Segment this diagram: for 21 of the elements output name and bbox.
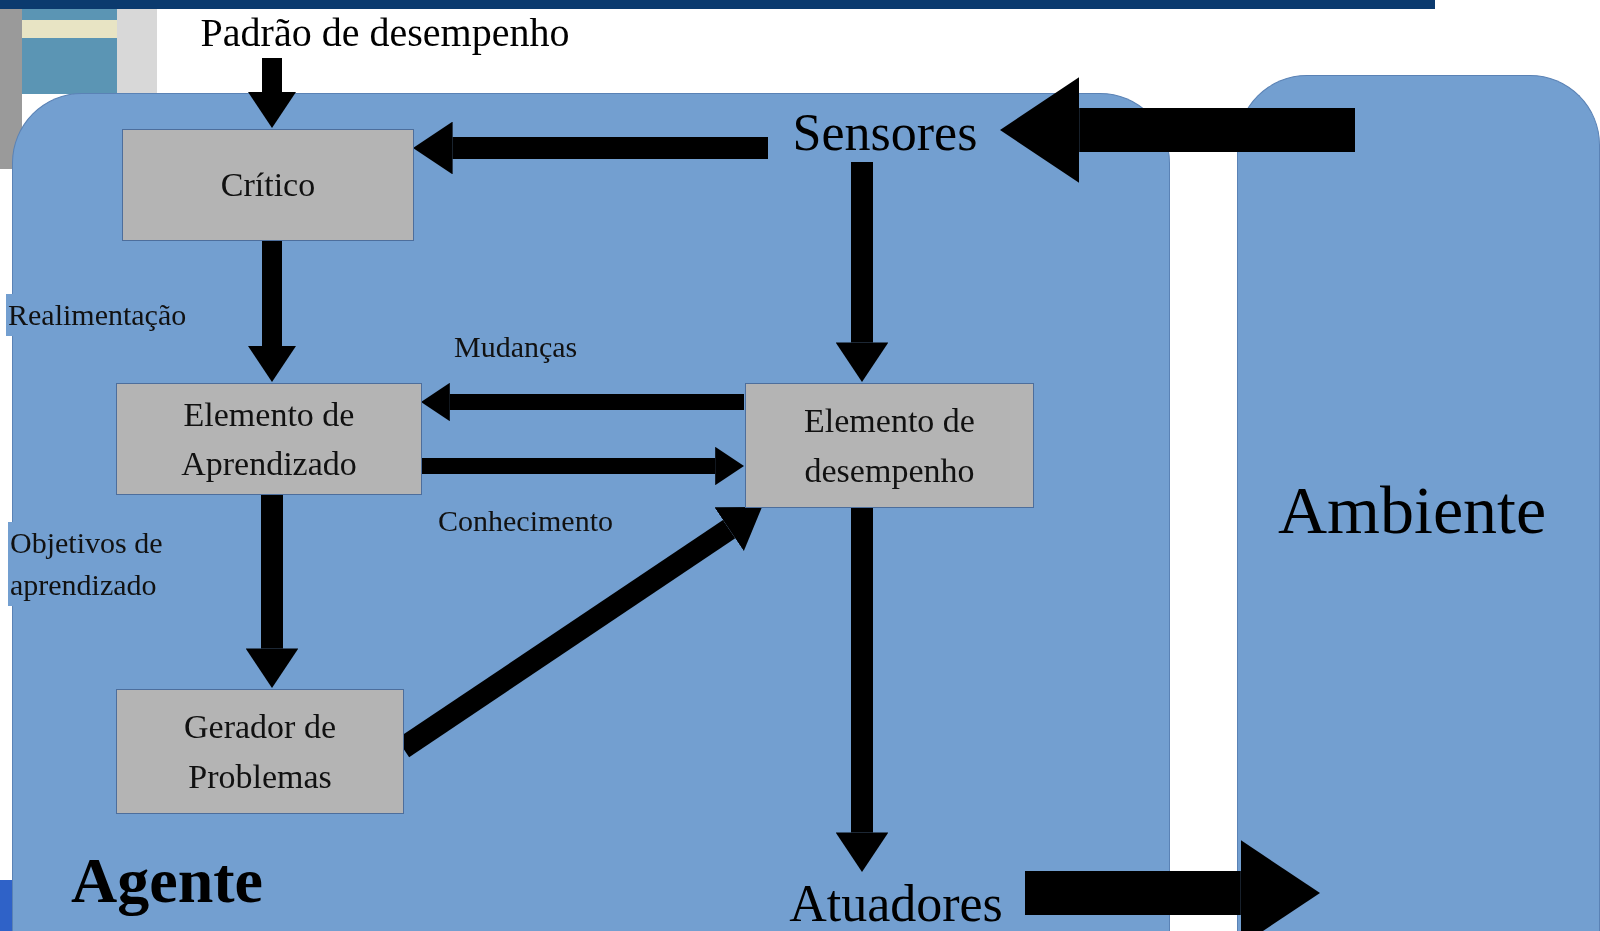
arrow [248,240,296,382]
node-label: Sensores [769,101,1001,163]
arrow [835,162,889,382]
node-label: Atuadores [766,873,1026,931]
process-box: Elemento de desempenho [745,383,1034,508]
thick-arrow [1025,840,1320,931]
process-box: Gerador de Problemas [116,689,404,814]
region-panel [1237,75,1600,931]
arrow [413,121,768,175]
process-box: Elemento de Aprendizado [116,383,422,495]
process-box: Crítico [122,129,414,241]
arrow [421,446,744,486]
thick-arrow [1000,77,1355,183]
arrow [421,382,744,422]
edge-label: Realimentação [6,294,189,336]
arrow [245,494,299,688]
region-title: Agente [71,844,263,918]
arrow [248,58,296,128]
region-title: Ambiente [1278,471,1547,550]
node-label: Padrão de desempenho [160,6,610,58]
arrow [835,507,889,872]
